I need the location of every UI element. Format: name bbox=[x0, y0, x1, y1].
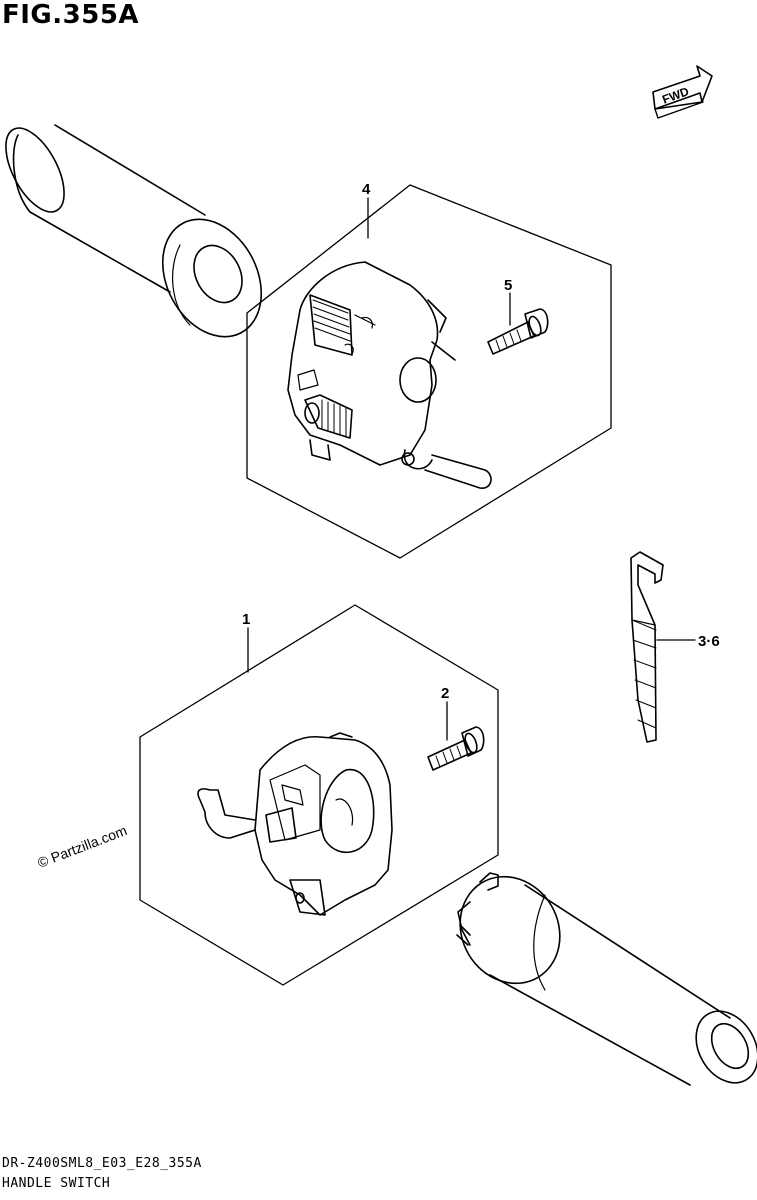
figure-code: DR-Z400SML8_E03_E28_355A bbox=[2, 1156, 202, 1171]
figure-title: FIG.355A bbox=[2, 0, 140, 30]
callout-part-3-6: 3·6 bbox=[698, 633, 720, 650]
right-handle-switch-drawing bbox=[287, 261, 492, 489]
callout-part-4: 4 bbox=[362, 181, 371, 198]
cable-tie-drawing bbox=[630, 551, 664, 743]
throttle-grip-drawing bbox=[456, 872, 757, 1086]
right-switch-screw-drawing bbox=[487, 308, 549, 355]
watermark-text: © Partzilla.com bbox=[35, 822, 129, 871]
callout-part-2: 2 bbox=[441, 685, 449, 702]
left-grip-drawing bbox=[5, 124, 263, 338]
part-1-group-outline bbox=[139, 604, 499, 986]
figure-name: HANDLE SWITCH bbox=[2, 1176, 111, 1191]
leader-lines bbox=[247, 197, 696, 741]
part-4-group-outline bbox=[246, 184, 612, 559]
fwd-arrow-icon: FWD bbox=[652, 65, 713, 119]
left-handle-switch-drawing bbox=[197, 732, 393, 916]
callout-part-1: 1 bbox=[242, 611, 250, 628]
callout-part-5: 5 bbox=[504, 277, 512, 294]
left-switch-screw-drawing bbox=[427, 726, 485, 771]
